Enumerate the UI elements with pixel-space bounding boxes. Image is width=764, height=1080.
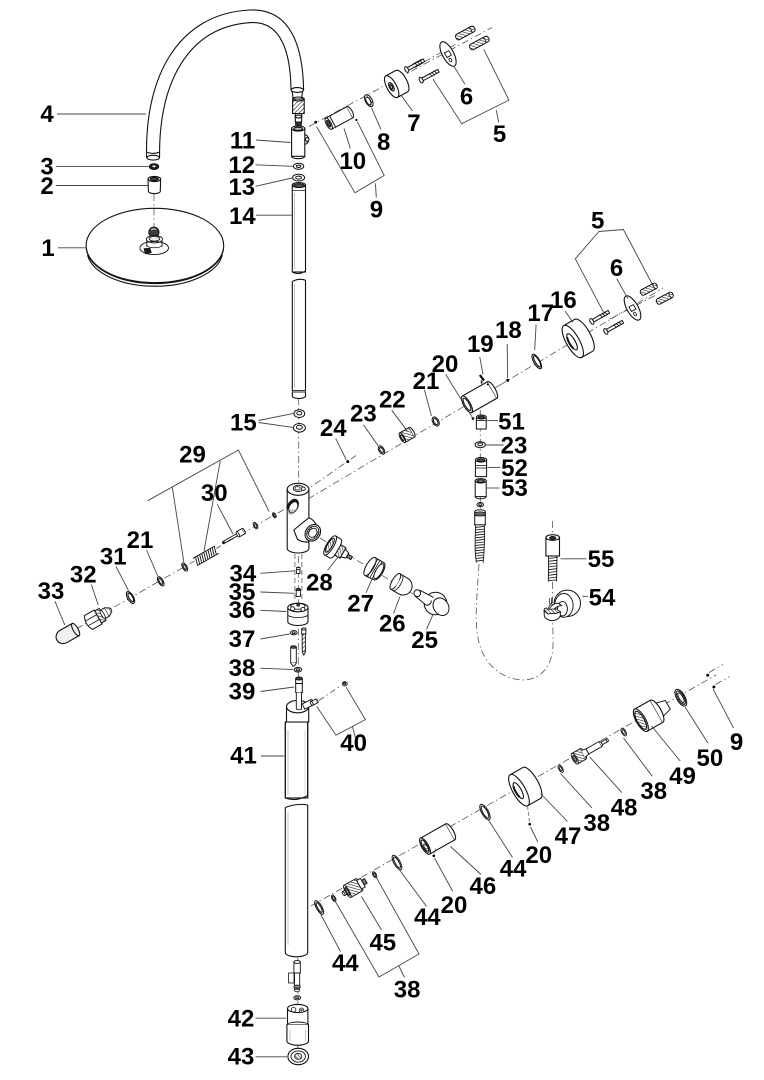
svg-text:16: 16 — [550, 287, 577, 314]
svg-text:35: 35 — [229, 579, 256, 606]
svg-text:27: 27 — [347, 591, 374, 618]
svg-text:46: 46 — [470, 873, 497, 900]
svg-text:14: 14 — [229, 203, 256, 230]
svg-text:38: 38 — [394, 977, 421, 1004]
svg-text:7: 7 — [407, 110, 420, 137]
svg-text:11: 11 — [230, 128, 255, 155]
svg-text:5: 5 — [591, 208, 604, 235]
svg-text:22: 22 — [379, 387, 406, 414]
svg-text:53: 53 — [501, 475, 528, 502]
svg-text:33: 33 — [38, 578, 65, 605]
svg-text:43: 43 — [228, 1044, 255, 1071]
svg-text:44: 44 — [332, 950, 359, 977]
svg-text:6: 6 — [610, 255, 623, 282]
svg-text:36: 36 — [229, 597, 256, 624]
svg-text:44: 44 — [414, 904, 441, 931]
svg-text:55: 55 — [588, 546, 615, 573]
svg-text:48: 48 — [611, 795, 638, 822]
svg-text:17: 17 — [527, 300, 554, 327]
svg-text:20: 20 — [525, 842, 552, 869]
svg-text:13: 13 — [228, 174, 255, 201]
svg-text:51: 51 — [498, 409, 525, 436]
svg-text:20: 20 — [441, 892, 468, 919]
svg-text:4: 4 — [40, 101, 54, 128]
svg-text:49: 49 — [669, 763, 696, 790]
svg-text:3: 3 — [40, 154, 53, 181]
svg-text:38: 38 — [229, 655, 256, 682]
svg-text:32: 32 — [70, 562, 97, 589]
svg-text:34: 34 — [230, 561, 257, 588]
svg-text:21: 21 — [413, 368, 440, 395]
svg-text:19: 19 — [467, 331, 494, 358]
svg-text:23: 23 — [350, 401, 377, 428]
svg-text:37: 37 — [229, 626, 256, 653]
svg-text:8: 8 — [377, 129, 390, 156]
svg-text:38: 38 — [640, 778, 667, 805]
svg-text:29: 29 — [179, 442, 206, 469]
svg-text:50: 50 — [697, 745, 724, 772]
svg-text:31: 31 — [100, 544, 127, 571]
svg-text:42: 42 — [228, 1006, 255, 1033]
svg-text:18: 18 — [495, 317, 522, 344]
svg-text:45: 45 — [369, 930, 396, 957]
svg-text:23: 23 — [501, 433, 528, 460]
svg-text:6: 6 — [460, 84, 473, 111]
svg-text:21: 21 — [127, 527, 154, 554]
svg-text:15: 15 — [230, 410, 257, 437]
svg-text:9: 9 — [730, 729, 743, 756]
svg-text:44: 44 — [500, 856, 527, 883]
svg-text:38: 38 — [583, 810, 610, 837]
svg-text:30: 30 — [201, 480, 228, 507]
svg-text:2: 2 — [40, 173, 53, 200]
svg-text:25: 25 — [411, 627, 438, 654]
svg-text:24: 24 — [320, 415, 347, 442]
svg-text:41: 41 — [230, 743, 257, 770]
svg-text:40: 40 — [340, 730, 367, 757]
svg-text:20: 20 — [432, 351, 459, 378]
svg-text:9: 9 — [370, 197, 383, 224]
svg-text:28: 28 — [306, 570, 333, 597]
svg-text:39: 39 — [229, 679, 256, 706]
svg-text:54: 54 — [589, 585, 616, 612]
svg-text:12: 12 — [228, 152, 255, 179]
svg-text:26: 26 — [379, 611, 406, 638]
svg-text:47: 47 — [555, 823, 582, 850]
svg-text:1: 1 — [41, 235, 54, 262]
svg-text:5: 5 — [493, 121, 506, 148]
svg-text:52: 52 — [501, 455, 528, 482]
svg-text:10: 10 — [339, 148, 366, 175]
